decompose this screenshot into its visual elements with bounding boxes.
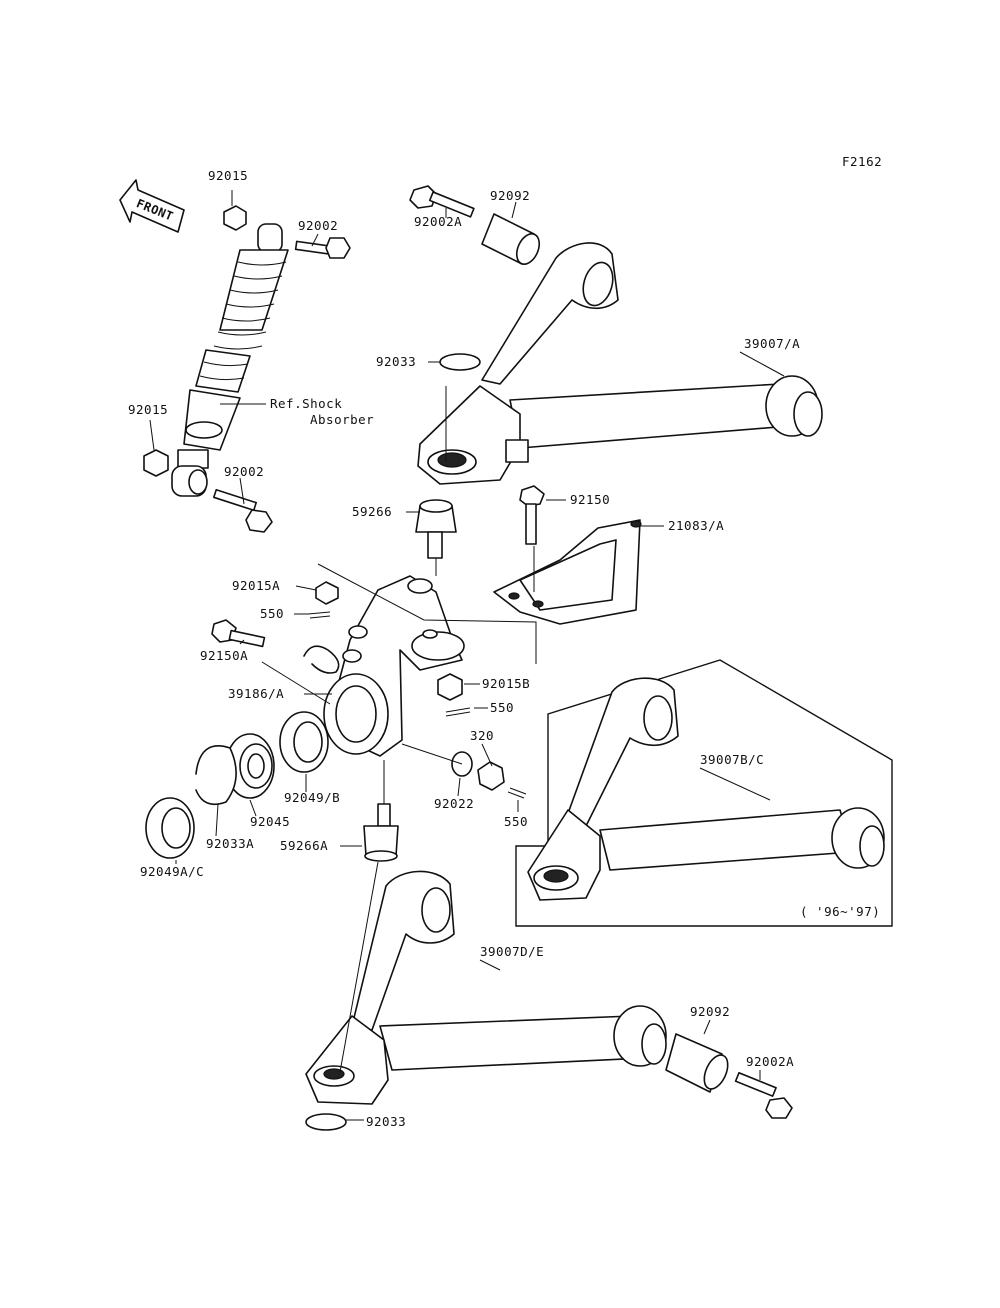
nut-92015A [315, 581, 339, 605]
figure-id: F2162 [842, 154, 882, 169]
bolt-92150 [519, 485, 545, 545]
cotter-pin-550-c [507, 787, 527, 799]
label-92033-bottom: 92033 [366, 1114, 406, 1129]
label-39007A: 39007/A [744, 336, 800, 351]
label-92015-mid: 92015 [128, 402, 168, 417]
circlip-92033A [195, 745, 237, 806]
cotter-pin-550-a [307, 611, 331, 619]
label-92150A: 92150A [200, 648, 248, 663]
label-21083A: 21083/A [668, 518, 724, 533]
lower-a-arm [305, 870, 667, 1105]
label-39007DE: 39007D/E [480, 944, 544, 959]
label-39007BC: 39007B/C [700, 752, 764, 767]
label-320: 320 [470, 728, 494, 743]
label-92049AC: 92049A/C [140, 864, 204, 879]
label-92092-top: 92092 [490, 188, 530, 203]
bolt-92002-top [294, 237, 351, 259]
nut-92015-top [223, 205, 247, 231]
bracket-21083A [493, 519, 642, 625]
label-92045: 92045 [250, 814, 290, 829]
label-92002A-bottom: 92002A [746, 1054, 794, 1069]
label-92002-mid: 92002 [224, 464, 264, 479]
circlip-92033-bottom [305, 1113, 347, 1131]
bolt-92002A-top [409, 185, 475, 218]
label-92033-top: 92033 [376, 354, 416, 369]
label-92049B: 92049/B [284, 790, 340, 805]
ball-joint-59266 [415, 499, 457, 559]
bushing-92092-bottom [665, 1033, 729, 1093]
label-550-b: 550 [490, 700, 514, 715]
label-92015A: 92015A [232, 578, 280, 593]
label-550-a: 550 [260, 606, 284, 621]
label-92033A: 92033A [206, 836, 254, 851]
shock-absorber [171, 223, 289, 497]
label-550-c: 550 [504, 814, 528, 829]
bearing-92045 [225, 733, 275, 799]
label-59266A: 59266A [280, 838, 328, 853]
seal-92049AC [145, 797, 195, 859]
label-92002A-top: 92002A [414, 214, 462, 229]
bolt-92002-mid [212, 488, 273, 533]
seal-92049B [279, 711, 329, 773]
label-92022: 92022 [434, 796, 474, 811]
label-92015B: 92015B [482, 676, 530, 691]
label-92015-top: 92015 [208, 168, 248, 183]
upper-a-arm-inset [527, 677, 885, 901]
leader-lines [149, 190, 785, 1121]
nut-92015B [437, 673, 463, 701]
nut-92015-mid [143, 449, 169, 477]
cotter-pin-550-b [445, 707, 471, 717]
inset-frame [515, 659, 893, 927]
bolt-92002A-bottom [734, 1071, 793, 1119]
label-59266: 59266 [352, 504, 392, 519]
label-92092-bottom: 92092 [690, 1004, 730, 1019]
circlip-92033-top [439, 353, 481, 371]
spring-clip [303, 645, 340, 674]
part-labels: 92015 92002 92015 92002 Ref.Shock Absorb… [128, 168, 800, 1129]
knuckle-39186A [323, 575, 465, 757]
label-ref-shock-2: Absorber [310, 412, 374, 427]
label-92002-top: 92002 [298, 218, 338, 233]
castle-nut-320 [477, 761, 505, 791]
label-92150: 92150 [570, 492, 610, 507]
bushing-92092-top [481, 213, 541, 265]
inset-note: ( '96~'97) [800, 904, 880, 919]
label-ref-shock-1: Ref.Shock [270, 396, 342, 411]
front-arrow-icon: FRONT [119, 179, 185, 233]
ball-joint-59266A [363, 803, 399, 862]
label-39186A: 39186/A [228, 686, 284, 701]
bolt-92150A [211, 619, 266, 648]
upper-a-arm [417, 242, 823, 485]
